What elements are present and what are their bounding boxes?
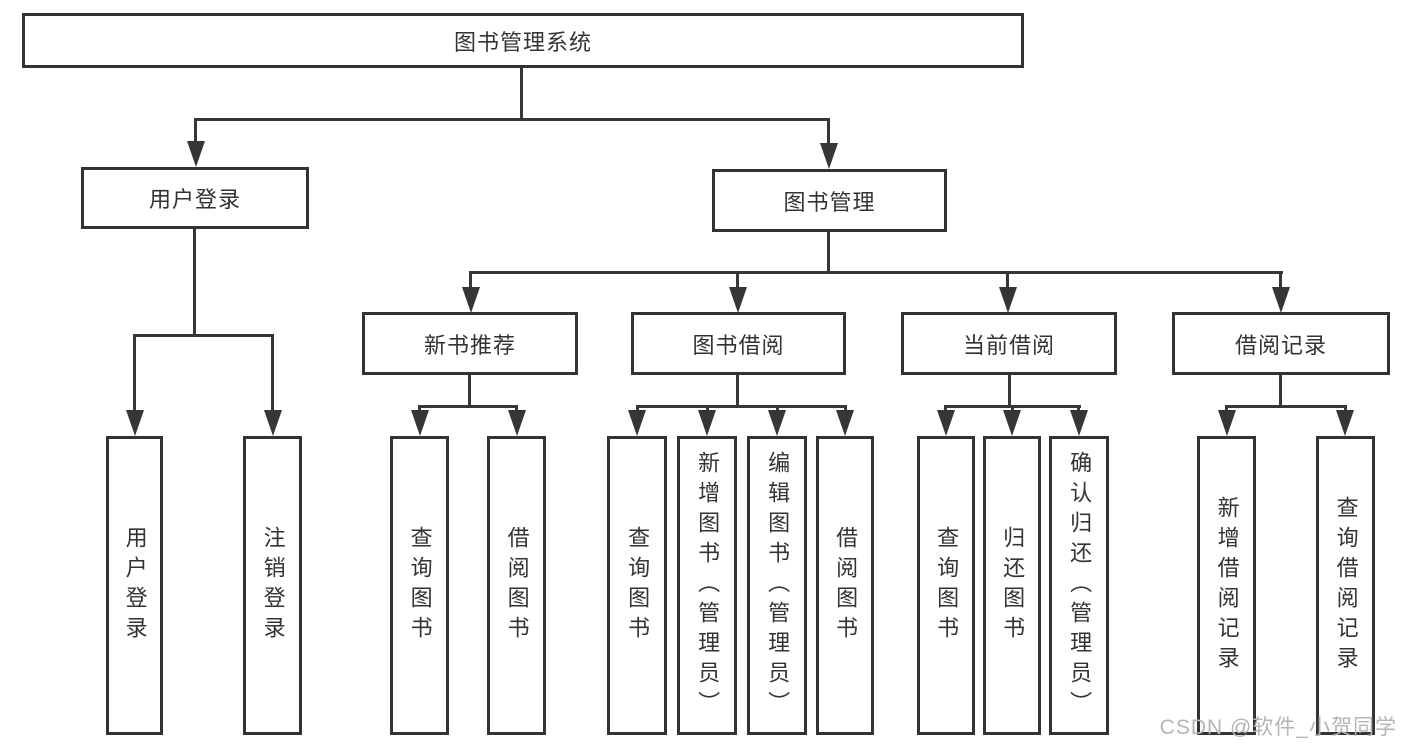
node-label: 注销登录: [260, 525, 286, 646]
node-label: 查询图书: [625, 525, 651, 646]
arrowhead-down-icon: [1336, 410, 1354, 436]
connector-line: [271, 334, 274, 412]
connector-line: [418, 405, 421, 414]
connector-line: [1344, 405, 1347, 414]
leaf-query-books-recommend: 查询图书: [390, 436, 449, 735]
node-label: 归还图书: [1000, 525, 1026, 646]
leaf-user-login: 用户登录: [106, 436, 163, 735]
connector-line: [636, 405, 639, 414]
leaf-add-borrow-record: 新增借阅记录: [1197, 436, 1256, 735]
connector-line: [1077, 405, 1080, 414]
connector-line: [1279, 375, 1282, 408]
connector-line: [776, 405, 779, 414]
arrowhead-down-icon: [1272, 287, 1290, 313]
connector-line: [515, 405, 518, 414]
leaf-edit-books-admin: 编辑图书（管理员）: [747, 436, 807, 735]
node-label: 图书管理: [783, 189, 876, 215]
connector-line: [736, 375, 739, 408]
arrowhead-down-icon: [1003, 410, 1021, 436]
connector-line: [636, 405, 847, 408]
arrowhead-down-icon: [836, 410, 854, 436]
node-label: 图书管理系统: [453, 29, 592, 55]
node-label: 借阅记录: [1234, 332, 1327, 358]
arrowhead-down-icon: [820, 143, 838, 169]
node-borrowing-records: 借阅记录: [1172, 312, 1390, 375]
arrowhead-down-icon: [411, 410, 429, 436]
node-label: 新增图书（管理员）: [695, 450, 721, 721]
connector-line: [194, 118, 830, 121]
node-label: 新书推荐: [423, 332, 516, 358]
connector-line: [827, 118, 830, 148]
csdn-watermark: CSDN @软件_小贺同学: [1159, 716, 1397, 739]
arrowhead-down-icon: [1070, 410, 1088, 436]
node-label: 用户登录: [122, 525, 148, 646]
arrowhead-down-icon: [187, 141, 205, 167]
node-new-book-recommendation: 新书推荐: [362, 312, 578, 375]
node-book-borrowing: 图书借阅: [631, 312, 846, 375]
node-label: 图书借阅: [692, 332, 785, 358]
leaf-query-books-current: 查询图书: [917, 436, 975, 735]
node-label: 新增借阅记录: [1214, 495, 1240, 676]
connector-line: [194, 118, 197, 146]
arrowhead-down-icon: [508, 410, 526, 436]
node-library-management-system: 图书管理系统: [22, 13, 1024, 68]
connector-line: [1225, 405, 1347, 408]
node-current-borrowing: 当前借阅: [901, 312, 1117, 375]
arrowhead-down-icon: [126, 410, 144, 436]
connector-line: [469, 271, 472, 289]
leaf-borrow-books-recommend: 借阅图书: [487, 436, 546, 735]
connector-line: [469, 271, 1283, 274]
arrowhead-down-icon: [1218, 410, 1236, 436]
leaf-add-books-admin: 新增图书（管理员）: [677, 436, 737, 735]
arrowhead-down-icon: [729, 287, 747, 313]
connector-line: [468, 375, 471, 408]
node-label: 当前借阅: [962, 332, 1055, 358]
connector-line: [1006, 271, 1009, 289]
leaf-query-books-borrowing: 查询图书: [607, 436, 667, 735]
connector-line: [844, 405, 847, 414]
connector-line: [193, 229, 196, 337]
leaf-confirm-return-admin: 确认归还（管理员）: [1049, 436, 1109, 735]
connector-line: [706, 405, 709, 414]
node-label: 查询借阅记录: [1333, 495, 1359, 676]
connector-line: [1225, 405, 1228, 414]
node-label: 用户登录: [148, 187, 241, 212]
connector-line: [418, 405, 518, 408]
connector-line: [736, 271, 739, 289]
arrowhead-down-icon: [264, 410, 282, 436]
connector-line: [520, 68, 523, 121]
connector-line: [827, 232, 830, 274]
node-user-login: 用户登录: [81, 167, 309, 229]
connector-line: [133, 334, 136, 412]
leaf-borrow-books-borrowing: 借阅图书: [816, 436, 874, 735]
arrowhead-down-icon: [698, 410, 716, 436]
node-label: 查询图书: [407, 525, 433, 646]
node-label: 确认归还（管理员）: [1067, 450, 1093, 721]
connector-line: [1011, 405, 1014, 414]
connector-line: [1008, 375, 1011, 408]
leaf-logout: 注销登录: [243, 436, 302, 735]
node-label: 借阅图书: [833, 525, 859, 646]
connector-line: [133, 334, 274, 337]
arrowhead-down-icon: [462, 287, 480, 313]
connector-line: [1279, 271, 1282, 289]
leaf-query-borrow-record: 查询借阅记录: [1316, 436, 1375, 735]
node-book-management: 图书管理: [712, 169, 947, 232]
node-label: 查询图书: [934, 525, 960, 646]
arrowhead-down-icon: [768, 410, 786, 436]
arrowhead-down-icon: [937, 410, 955, 436]
node-label: 编辑图书（管理员）: [765, 450, 791, 721]
leaf-return-books: 归还图书: [983, 436, 1041, 735]
arrowhead-down-icon: [628, 410, 646, 436]
arrowhead-down-icon: [999, 287, 1017, 313]
node-label: 借阅图书: [504, 525, 530, 646]
connector-line: [944, 405, 947, 414]
